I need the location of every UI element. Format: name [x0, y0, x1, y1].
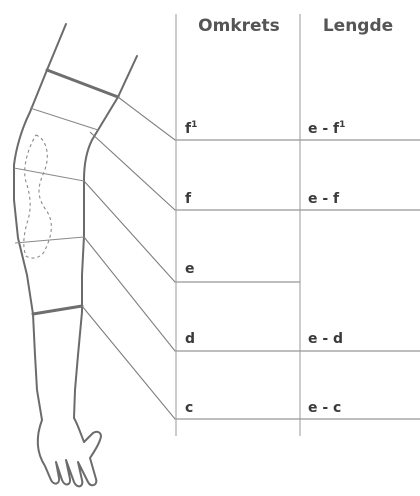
elbow-dashed-outline	[24, 135, 52, 258]
leader-d	[84, 237, 420, 351]
arm-outer-contour	[14, 24, 66, 420]
leader-lines	[82, 97, 420, 419]
row-e-circumference-label: e	[185, 261, 195, 277]
row-f1-circumference-label: f1	[185, 120, 197, 137]
band-forearm	[33, 306, 82, 314]
row-d-circumference-label: d	[185, 331, 195, 347]
leader-f1	[118, 97, 420, 140]
band-f1	[30, 108, 98, 130]
row-f1-length-label: e - f1	[308, 120, 345, 137]
header-length: Lengde	[323, 16, 393, 36]
arm-illustration	[14, 24, 137, 486]
row-d-length-label: e - d	[308, 331, 343, 347]
leader-f	[90, 132, 420, 210]
row-c-length-label: e - c	[308, 400, 341, 416]
band-upper-arm	[47, 70, 118, 97]
hand-outline	[38, 418, 101, 486]
band-e	[15, 237, 84, 243]
table-grid	[176, 14, 300, 436]
row-c-circumference-label: c	[185, 400, 193, 416]
leader-c	[82, 306, 420, 419]
measurement-bands	[14, 70, 118, 314]
row-f-length-label: e - f	[308, 191, 340, 207]
row-f-circumference-label: f	[185, 191, 192, 207]
header-circumference: Omkrets	[198, 16, 280, 36]
